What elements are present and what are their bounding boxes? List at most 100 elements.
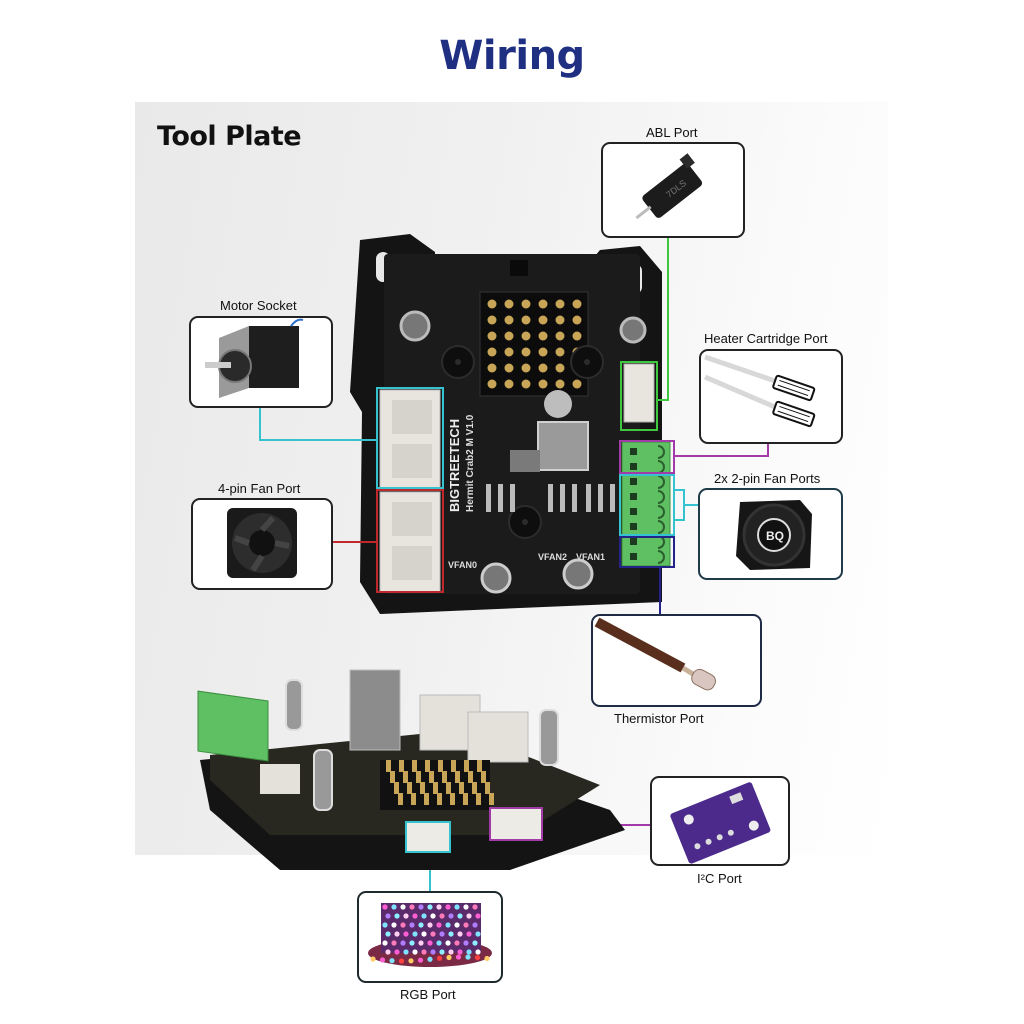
led [403,931,409,937]
header-pin-iso [425,760,430,772]
i2c-port-label: I²C Port [697,871,742,886]
led [454,922,460,928]
led [446,954,452,961]
thermistor-icon [594,617,716,691]
led [463,940,469,946]
header-pin-iso [390,771,395,783]
led [400,940,406,946]
header-pin-iso [459,782,464,794]
header-pin [487,347,497,357]
led [439,931,445,937]
terminal-screw [630,463,637,470]
header-pin-iso [481,771,486,783]
led [427,922,433,928]
abl-connector-iso [260,764,300,794]
abl-highlight [620,361,658,431]
header-pin [487,299,497,309]
led [385,913,391,919]
header-pin [521,363,531,373]
header-pin [555,331,565,341]
terminal-screw [630,478,637,485]
led [400,904,406,910]
header-pin-iso [451,760,456,772]
rgb-port-connector [405,821,451,853]
terminal-screw [630,508,637,515]
chip [510,260,528,276]
led [409,922,415,928]
fan2-bracket [675,489,685,521]
led [457,949,463,955]
header-pin [538,363,548,373]
brand-silkscreen: BIGTREETECH [447,419,462,512]
led [403,913,409,919]
terminal-screw [630,553,637,560]
led [436,904,442,910]
header-pin [538,315,548,325]
led [385,949,391,955]
header-pin-iso [416,771,421,783]
header-pin-iso [463,793,468,805]
header-pin [521,347,531,357]
led [445,940,451,946]
abl-connector [623,363,655,423]
led [454,904,460,910]
header-pin [521,299,531,309]
led [398,958,405,964]
vfan0-label: VFAN0 [448,560,477,570]
stepper-motor-icon [205,318,304,398]
motor-socket-label: Motor Socket [220,298,297,313]
header-pin-iso [477,760,482,772]
led [439,913,445,919]
rgb-strip-icon [368,903,492,967]
terminal-block-iso [197,690,269,762]
led [463,922,469,928]
led [430,949,436,955]
header-pin [572,379,582,389]
led [382,940,388,946]
alignment-post-left [399,310,431,342]
led [463,904,469,910]
led [394,949,400,955]
led [436,955,443,961]
header-pin [572,315,582,325]
i2c-sensor-icon [670,782,771,864]
terminal-screw [630,448,637,455]
model-silkscreen: Hermit Crab2 M V1.0 [465,414,476,512]
led [409,940,415,946]
led [418,940,424,946]
led [408,958,414,964]
led [454,940,460,946]
header-pin-iso [472,782,477,794]
heater-leader [675,443,769,457]
led [412,931,418,937]
fan-icon [227,508,297,578]
header-pin-iso [398,793,403,805]
led [475,913,481,919]
header-pin-iso [399,760,404,772]
heater-cartridge-icon [704,354,816,428]
rgb-callout [357,891,503,983]
led [457,913,463,919]
led [430,931,436,937]
header-pin-iso [485,782,490,794]
abl-port-callout: 7DLS [601,142,745,238]
alignment-post-right [619,316,647,344]
led [475,931,481,937]
thermistor-label: Thermistor Port [614,711,704,726]
led [412,913,418,919]
led [448,949,454,955]
fan-4pin-callout [191,498,333,590]
fan-2pin-callout: BQ [698,488,843,580]
vfan2-label: VFAN2 [538,552,567,562]
motor-socket-highlight [376,387,444,489]
board-top-view: BIGTREETECH Hermit Crab2 M V1.0 VFAN0 VF… [350,234,671,614]
terminal-screw [630,538,637,545]
led [412,949,418,955]
led [427,956,433,962]
svg-text:BQ: BQ [766,529,784,543]
led [391,922,397,928]
jumper-pins [486,484,615,512]
abl-leader [658,236,669,401]
header-pin [538,347,548,357]
led [484,955,490,962]
